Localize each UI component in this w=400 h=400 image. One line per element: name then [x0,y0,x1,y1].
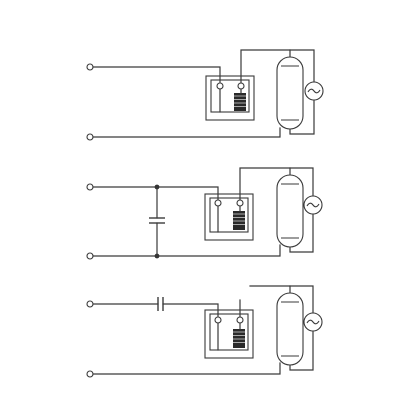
tube-to-source-wire-top [289,285,314,314]
supply-wire-top [92,66,221,83]
starter-contact-left [216,82,224,90]
source-to-tube-wire-bottom [289,213,314,253]
fluorescent-tube-icon [276,292,304,366]
starter-unit [205,75,255,121]
supply-wire-bottom [92,127,281,138]
ac-source-icon [303,312,323,332]
input-terminal-bottom [86,252,94,260]
starter-coil-icon [233,329,245,348]
circuit-3 [86,285,323,378]
source-to-tube-wire-bottom [289,330,314,371]
fluorescent-tube-icon [276,174,304,248]
source-to-tube-wire-bottom [289,99,315,135]
circuit-1 [86,49,324,141]
starter-to-tube-wire [240,49,291,84]
starter-housing [204,193,254,241]
input-terminal-bottom [86,370,94,378]
capacitor-icon [92,297,219,317]
starter-inner-frame [209,197,249,233]
supply-wire-bottom [92,362,281,375]
starter-unit [204,309,254,359]
input-terminal-bottom [86,133,94,141]
starter-coil-icon [233,211,245,230]
supply-wire-bottom [92,244,281,257]
tube-top-lead [249,285,291,295]
starter-contact-right [237,82,245,90]
starter-coil-icon [234,93,246,111]
input-terminal-top [86,183,94,191]
circuit-2 [86,167,323,260]
starter-contact-left [214,316,222,324]
starter-inner-frame [210,79,250,113]
starter-inner-frame [209,313,249,351]
starter-to-tube-wire [239,167,291,201]
input-terminal-top [86,300,94,308]
input-terminal-top [86,63,94,71]
ac-source-icon [303,195,323,215]
starter-contact-left [214,199,222,207]
starter-housing [204,309,254,359]
starter-unit [204,193,254,241]
tube-to-source-wire-top [289,167,314,197]
starter-contact-right [236,316,244,324]
starter-housing [205,75,255,121]
supply-wire-top [92,186,219,201]
fluorescent-tube-icon [276,56,304,130]
tube-to-source-wire-top [289,49,315,83]
capacitor-icon [149,184,165,259]
ac-source-icon [304,81,324,101]
starter-contact-right [236,199,244,207]
